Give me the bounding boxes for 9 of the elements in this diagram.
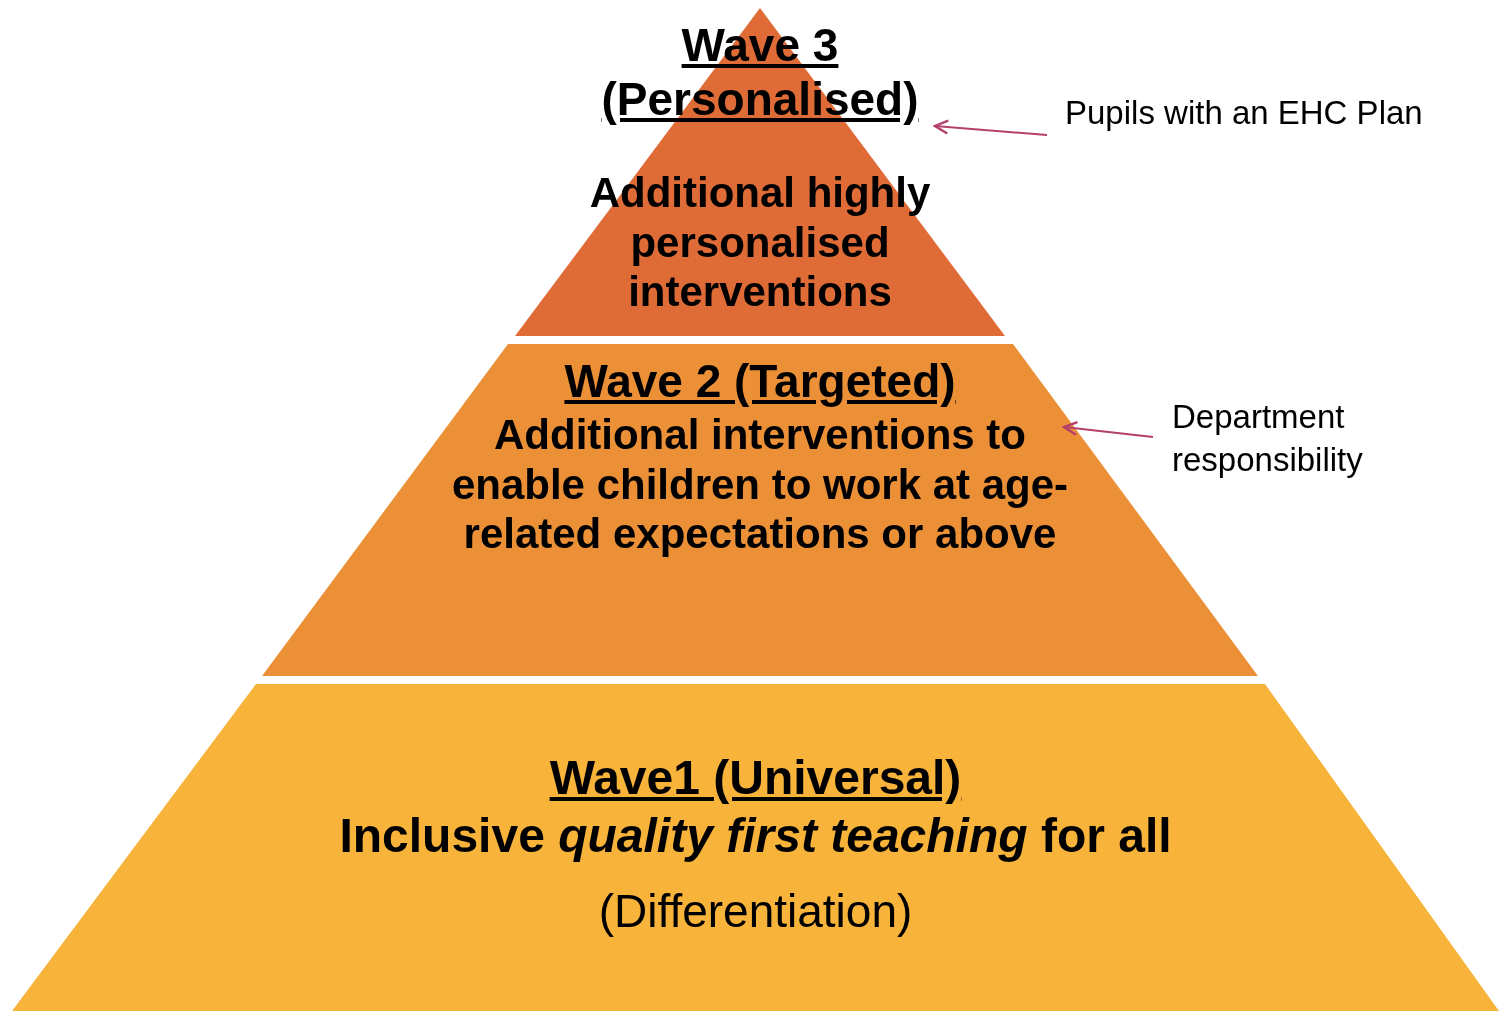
tier-description: Additional interventions to enable children to work at age-related expectations or above bbox=[450, 410, 1070, 559]
arrow bbox=[933, 119, 1048, 136]
tier-heading: Wave1 (Universal) bbox=[548, 750, 963, 806]
annotation-text: Department responsibility bbox=[1172, 397, 1364, 480]
tier-heading: Wave 2 (Targeted) bbox=[563, 354, 957, 409]
tier-description: Inclusive quality first teaching for all bbox=[338, 808, 1173, 864]
arrow bbox=[1062, 420, 1154, 438]
annotation-text: Pupils with an EHC Plan bbox=[1065, 93, 1423, 133]
tier-note: (Differentiation) bbox=[597, 884, 914, 939]
